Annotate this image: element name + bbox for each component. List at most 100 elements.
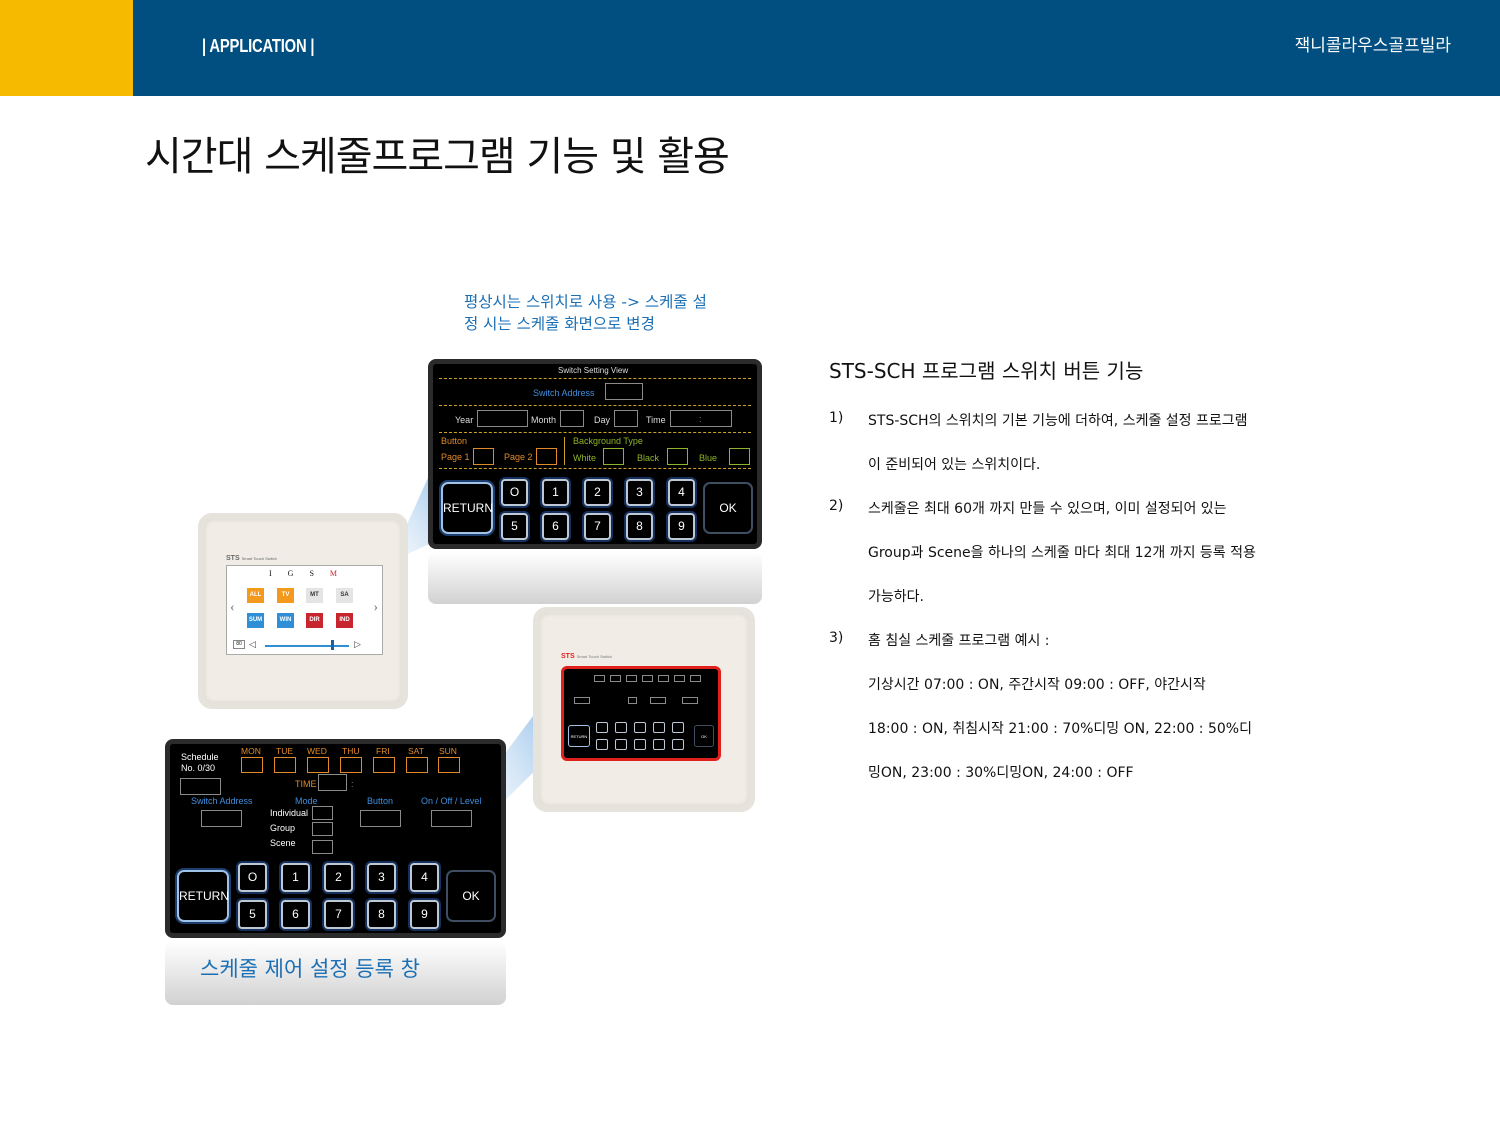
level-slider-handle[interactable] — [331, 640, 334, 650]
device-btn-all[interactable]: ALL — [247, 588, 264, 603]
day-sun: SUN — [439, 746, 457, 756]
blue-checkbox[interactable] — [729, 448, 750, 465]
day-mon: MON — [241, 746, 261, 756]
key-4[interactable]: 4 — [668, 479, 695, 506]
item-2-line-2: Group과 Scene을 하나의 스케줄 마다 최대 12개 까지 등록 적용 — [868, 545, 1256, 561]
time-input[interactable] — [318, 774, 347, 791]
key-6[interactable]: 6 — [542, 513, 569, 540]
key-2[interactable]: 2 — [584, 479, 611, 506]
day-wed: WED — [307, 746, 327, 756]
black-label: Black — [637, 453, 660, 463]
prev-arrow-icon[interactable]: ‹ — [230, 600, 235, 615]
device-btn-win[interactable]: WIN — [277, 613, 294, 628]
tab-i[interactable]: I — [269, 569, 272, 578]
key-9[interactable]: 9 — [668, 513, 695, 540]
key-8[interactable]: 8 — [626, 513, 653, 540]
key-2[interactable]: 2 — [324, 863, 353, 892]
page1-label: Page 1 — [441, 452, 470, 462]
key-7[interactable]: 7 — [584, 513, 611, 540]
day-sun-box[interactable] — [438, 757, 460, 773]
key-7[interactable]: 7 — [324, 900, 353, 929]
page1-checkbox[interactable] — [473, 448, 494, 465]
level-down-icon[interactable]: ◁ — [249, 639, 256, 649]
item-3-number: 3) — [829, 630, 844, 646]
key-5[interactable]: 5 — [238, 900, 267, 929]
key-5[interactable]: 5 — [501, 513, 528, 540]
mode-scene-checkbox[interactable] — [312, 840, 333, 854]
tab-g[interactable]: G — [287, 569, 294, 578]
tab-s[interactable]: S — [309, 569, 314, 578]
day-thu-box[interactable] — [340, 757, 362, 773]
schedule-number-input[interactable] — [180, 778, 221, 795]
key-0[interactable]: O — [501, 479, 528, 506]
panel-title: Switch Setting View — [558, 366, 629, 375]
key-3[interactable]: 3 — [367, 863, 396, 892]
section-title: STS-SCH 프로그램 스위치 버튼 기능 — [829, 359, 1144, 383]
mini-return: RETURN — [568, 725, 590, 747]
button-input[interactable] — [360, 810, 401, 827]
switch-address-input[interactable] — [201, 810, 242, 827]
key-1[interactable]: 1 — [542, 479, 569, 506]
device-btn-sa[interactable]: SA — [336, 588, 353, 603]
device-btn-tv[interactable]: TV — [277, 588, 294, 603]
device-btn-dir[interactable]: DIR — [306, 613, 323, 628]
black-checkbox[interactable] — [667, 448, 688, 465]
month-input[interactable] — [560, 410, 584, 427]
section-label: | APPLICATION | — [202, 36, 315, 56]
schedule-label: Schedule — [181, 752, 219, 762]
header-bar — [133, 0, 1500, 96]
level-slider[interactable] — [265, 645, 349, 647]
day-mon-box[interactable] — [241, 757, 263, 773]
next-arrow-icon[interactable]: › — [373, 600, 378, 615]
ok-button[interactable]: OK — [446, 870, 496, 922]
device-btn-sum[interactable]: SUM — [247, 613, 264, 628]
mode-individual-label: Individual — [270, 808, 309, 818]
switch-address-input[interactable] — [605, 383, 643, 400]
item-3-line-1: 홈 침실 스케줄 프로그램 예시 : — [868, 633, 1050, 649]
device-btn-ind[interactable]: IND — [336, 613, 353, 628]
level-up-icon[interactable]: ▷ — [354, 639, 361, 649]
white-checkbox[interactable] — [603, 448, 624, 465]
return-button[interactable]: RETURN — [441, 482, 493, 534]
time-separator: : — [351, 779, 354, 789]
tab-m[interactable]: M — [329, 569, 338, 578]
header-accent — [0, 0, 133, 96]
switch-address-label: Switch Address — [191, 796, 253, 806]
return-button[interactable]: RETURN — [177, 870, 229, 922]
time-label: Time — [646, 415, 666, 425]
device-screen: I G S M ‹ › ALL TV MT SA SUM WIN DIR IND… — [226, 565, 383, 655]
key-4[interactable]: 4 — [410, 863, 439, 892]
day-fri-box[interactable] — [373, 757, 395, 773]
mode-individual-checkbox[interactable] — [312, 806, 333, 820]
button-label: Button — [367, 796, 394, 806]
top-note-line2: 정 시는 스케줄 화면으로 변경 — [464, 315, 655, 333]
key-9[interactable]: 9 — [410, 900, 439, 929]
white-label: White — [573, 453, 597, 463]
year-input[interactable] — [477, 410, 528, 427]
key-1[interactable]: 1 — [281, 863, 310, 892]
level-input[interactable] — [431, 810, 472, 827]
item-3-line-2: 기상시간 07:00 : ON, 주간시작 09:00 : OFF, 야간시작 — [868, 677, 1206, 693]
page2-checkbox[interactable] — [536, 448, 557, 465]
time-input[interactable] — [670, 410, 732, 427]
day-sat-box[interactable] — [406, 757, 428, 773]
key-0[interactable]: O — [238, 863, 267, 892]
ok-button[interactable]: OK — [703, 482, 753, 534]
mini-keys — [596, 722, 686, 752]
device2-brand-sub: Smart Touch Switch — [576, 654, 612, 659]
device-btn-mt[interactable]: MT — [306, 588, 323, 603]
key-3[interactable]: 3 — [626, 479, 653, 506]
day-wed-box[interactable] — [307, 757, 329, 773]
button-label: Button — [441, 436, 468, 446]
page-title: 시간대 스케줄프로그램 기능 및 활용 — [145, 134, 730, 180]
panel-reflection-top — [428, 552, 762, 604]
item-1-number: 1) — [829, 410, 844, 426]
day-tue-box[interactable] — [274, 757, 296, 773]
key-8[interactable]: 8 — [367, 900, 396, 929]
key-6[interactable]: 6 — [281, 900, 310, 929]
background-type-label: Background Type — [573, 436, 643, 446]
day-thu: THU — [342, 746, 360, 756]
day-tue: TUE — [276, 746, 293, 756]
mode-group-checkbox[interactable] — [312, 822, 333, 836]
day-input[interactable] — [614, 410, 638, 427]
